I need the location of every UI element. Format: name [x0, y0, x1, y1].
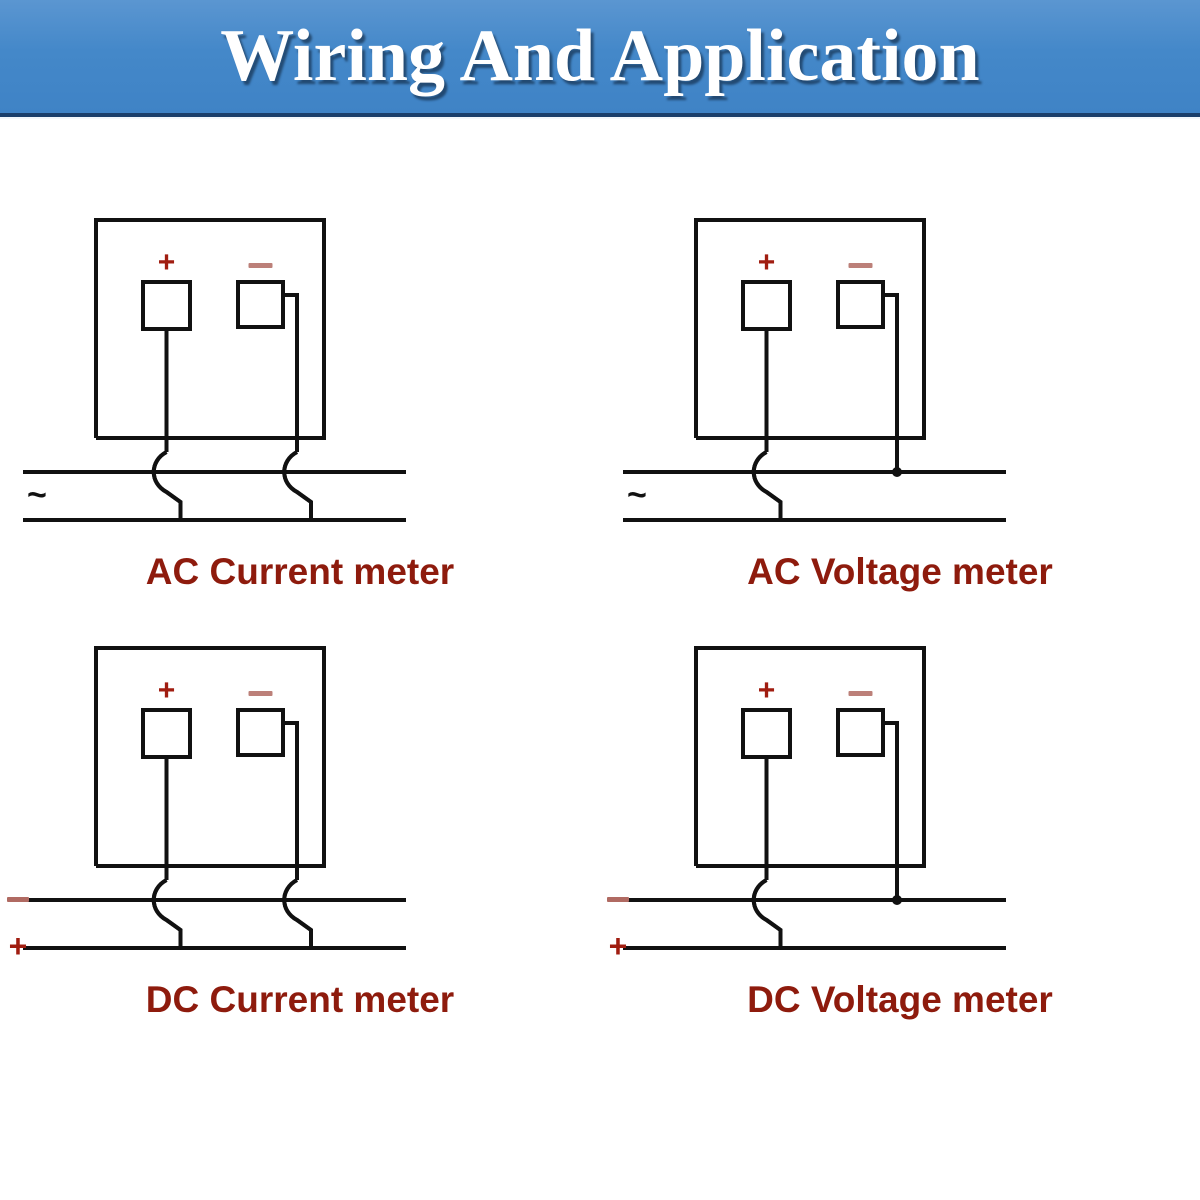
wire-negative-rail-hop-overlay [282, 450, 313, 520]
terminal-positive [141, 280, 192, 331]
diagram-caption: AC Current meter [145, 551, 455, 592]
diagram-card-ac-voltage-meter: +~ AC Voltage meter [600, 202, 1200, 622]
wire-negative-lead [283, 721, 299, 880]
wiring-schematic: +~ [23, 218, 406, 522]
terminal-positive [141, 708, 192, 759]
terminal-negative [236, 280, 285, 329]
wiring-diagram-dc-current-meter: ++ [0, 630, 600, 990]
wire-negative-rail-hop-overlay [282, 878, 313, 948]
wire-positive-rail-hop-overlay [751, 878, 783, 948]
wiring-schematic: ++ [7, 646, 406, 964]
rail-label-negative [7, 897, 29, 902]
terminal-negative [236, 708, 285, 757]
meter-body-outline [94, 646, 326, 868]
page-header-banner: Wiring And Application [0, 0, 1200, 113]
meter-body-outline [694, 646, 926, 868]
meter-body-outline [694, 218, 926, 440]
terminal-minus-label [848, 263, 873, 268]
terminal-plus-label: + [158, 674, 176, 707]
ac-supply-tilde-icon: ~ [627, 476, 647, 514]
rail-label-positive: + [9, 928, 28, 964]
wiring-diagram-ac-voltage-meter: +~ [600, 202, 1200, 562]
rail-label-negative [607, 897, 629, 902]
terminal-negative [836, 280, 885, 329]
meter-body-outline [94, 218, 326, 440]
terminal-plus-label: + [758, 674, 776, 707]
diagram-grid: +~ AC Current meter +~ AC Voltage meter … [0, 122, 1200, 1200]
diagram-card-ac-current-meter: +~ AC Current meter [0, 202, 600, 622]
terminal-plus-label: + [758, 246, 776, 279]
terminal-minus-label [248, 691, 273, 696]
wiring-diagram-dc-voltage-meter: ++ [600, 630, 1200, 990]
rail-label-positive: + [609, 928, 628, 964]
wire-negative-lead [883, 721, 899, 880]
diagram-card-dc-voltage-meter: ++ DC Voltage meter [600, 630, 1200, 1050]
terminal-positive [741, 280, 792, 331]
terminal-negative [836, 708, 885, 757]
diagram-caption: AC Voltage meter [747, 551, 1053, 592]
diagram-card-dc-current-meter: ++ DC Current meter [0, 630, 600, 1050]
diagram-caption: DC Current meter [145, 979, 455, 1020]
wire-positive-rail-hop-overlay [751, 450, 783, 520]
junction-dot [892, 895, 902, 905]
diagram-caption: DC Voltage meter [747, 979, 1053, 1020]
ac-supply-tilde-icon: ~ [27, 476, 47, 514]
wiring-diagram-ac-current-meter: +~ [0, 202, 600, 562]
wiring-schematic: +~ [623, 218, 1006, 522]
terminal-minus-label [248, 263, 273, 268]
wire-negative-lead [883, 293, 899, 452]
page-title: Wiring And Application [220, 15, 980, 97]
terminal-plus-label: + [158, 246, 176, 279]
wiring-schematic: ++ [607, 646, 1006, 964]
header-divider-light [0, 117, 1200, 119]
wire-positive-rail-hop-overlay [151, 450, 183, 520]
wire-negative-lead [283, 293, 299, 452]
wire-positive-rail-hop-overlay [151, 878, 183, 948]
junction-dot [892, 467, 902, 477]
terminal-positive [741, 708, 792, 759]
terminal-minus-label [848, 691, 873, 696]
header-divider-dark [0, 113, 1200, 117]
